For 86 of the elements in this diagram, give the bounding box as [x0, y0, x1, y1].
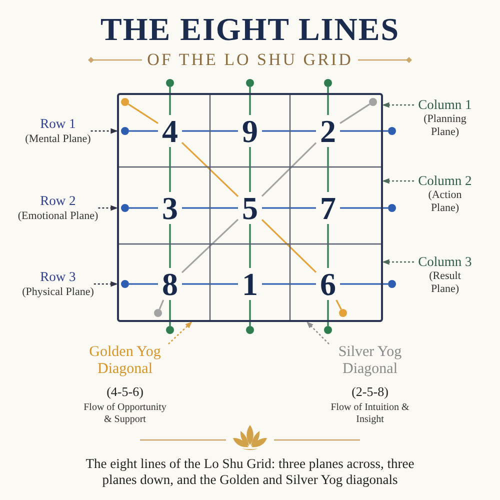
connector-line: [169, 224, 171, 268]
connector-line: [169, 87, 171, 115]
line-end-dot: [121, 280, 129, 288]
plane-name: (Result Plane): [428, 270, 462, 296]
leader-arrow: [94, 281, 118, 287]
connector-line: [262, 283, 316, 285]
connector-line: [249, 300, 251, 326]
line-end-dot: [324, 326, 332, 334]
line-end-dot: [246, 326, 254, 334]
leader-arrow: [306, 322, 330, 344]
flow-description: Flow of Intuition & Insight: [330, 402, 410, 426]
line-end-dot: [154, 309, 162, 317]
connector-line: [327, 224, 329, 268]
grid-number: 2: [316, 115, 340, 147]
line-end-dot: [388, 280, 396, 288]
line-end-dot: [121, 127, 129, 135]
plane-name: (Physical Plane): [22, 285, 94, 299]
grid-number: 3: [158, 192, 182, 224]
connector-line: [129, 207, 158, 209]
connector-line: [327, 87, 329, 115]
row-title: Row 2: [40, 193, 76, 209]
grid-number: 5: [238, 192, 262, 224]
title: THE EIGHT LINES: [100, 11, 400, 47]
line-end-dot: [121, 204, 129, 212]
connector-line: [169, 300, 171, 326]
diagonal-title: Silver Yog Diagonal: [337, 344, 403, 378]
connector-line: [340, 207, 388, 209]
leader-arrow: [382, 102, 414, 108]
caption: The eight lines of the Lo Shu Grid: three planes across, three planes down, and the Golden and Silver Yog diagonals: [84, 456, 416, 488]
connector-line: [261, 219, 317, 273]
connector-line: [181, 218, 239, 274]
connector-line: [249, 224, 251, 268]
connector-line: [129, 283, 158, 285]
line-end-dot: [388, 204, 396, 212]
plane-name: (Action Plane): [427, 189, 463, 215]
plane-name: (Planning Plane): [422, 113, 468, 139]
line-end-dot: [388, 127, 396, 135]
leader-arrow: [98, 205, 118, 211]
connector-line: [182, 283, 238, 285]
number-sequence: (2-5-8): [352, 384, 388, 399]
column-title: Column 1: [418, 96, 472, 113]
connector-line: [181, 142, 239, 197]
number-sequence: (4-5-6): [106, 384, 144, 399]
plane-name: (Mental Plane): [25, 132, 91, 146]
row-title: Row 3: [40, 269, 76, 285]
grid-number: 4: [158, 115, 182, 147]
grid-number: 8: [158, 268, 182, 300]
flow-description: Flow of Opportunity & Support: [82, 402, 168, 426]
leader-arrow: [382, 178, 414, 184]
line-end-dot: [369, 98, 377, 106]
leader-arrow: [382, 259, 414, 265]
connector-line: [182, 207, 238, 209]
column-title: Column 2: [418, 172, 472, 189]
grid-number: 1: [238, 268, 262, 300]
connector-line: [129, 130, 158, 132]
connector-line: [327, 300, 329, 326]
connector-line: [340, 104, 370, 124]
line-end-dot: [166, 79, 174, 87]
leader-arrow: [90, 128, 118, 134]
row-title: Row 1: [40, 116, 76, 132]
line-end-dot: [121, 98, 129, 106]
connector-line: [169, 147, 171, 192]
connector-line: [261, 142, 317, 197]
connector-line: [249, 147, 251, 192]
connector-line: [336, 300, 342, 310]
line-end-dot: [166, 326, 174, 334]
lo-shu-grid: [117, 93, 383, 322]
line-end-dot: [339, 309, 347, 317]
diagonal-title: Golden Yog Diagonal: [88, 344, 162, 378]
connector-line: [158, 300, 164, 310]
grid-number: 9: [238, 115, 262, 147]
leader-arrow: [168, 322, 192, 344]
subtitle: OF THE LO SHU GRID: [147, 50, 353, 70]
connector-line: [327, 147, 329, 192]
grid-number: 6: [316, 268, 340, 300]
line-end-dot: [324, 79, 332, 87]
connector-line: [262, 207, 316, 209]
connector-line: [249, 87, 251, 115]
connector-line: [340, 283, 388, 285]
line-end-dot: [246, 79, 254, 87]
grid-number: 7: [316, 192, 340, 224]
connector-line: [262, 130, 316, 132]
connector-line: [182, 130, 238, 132]
plane-name: (Emotional Plane): [18, 209, 98, 223]
column-title: Column 3: [418, 253, 472, 270]
connector-line: [340, 130, 388, 132]
